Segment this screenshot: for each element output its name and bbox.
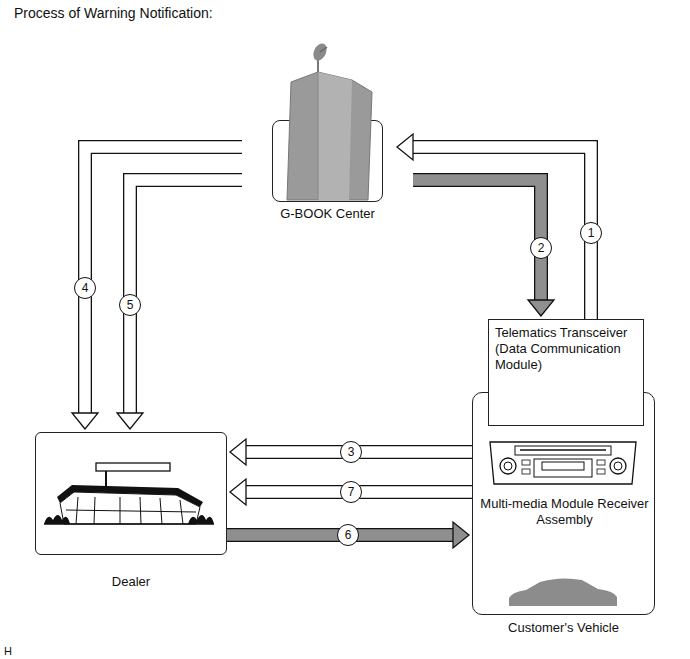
- box-heading: Customer's Vehicle: [508, 620, 619, 636]
- center-box: G-BOOK Center: [272, 120, 383, 202]
- hollow-arrow: [413, 180, 554, 316]
- callout-number: 2: [530, 237, 552, 259]
- radio-unit: [490, 442, 636, 484]
- hollow-arrow: [227, 522, 469, 548]
- vehicle-box: Customer's VehicleTelematics Transceiver…: [472, 392, 655, 615]
- hollow-arrow: [230, 479, 472, 505]
- dealer-building: [44, 463, 214, 524]
- car-silhouette: [509, 578, 617, 606]
- transceiver-box: Telematics Transceiver (Data Communicati…: [488, 319, 644, 426]
- hollow-arrow: [397, 134, 591, 319]
- callout-number: 6: [337, 524, 359, 546]
- callout-number: 5: [119, 294, 141, 316]
- figure-code: H: [4, 643, 24, 659]
- hollow-arrow: [72, 147, 242, 429]
- callout-number: 1: [580, 222, 602, 244]
- callout-number: 7: [340, 481, 362, 503]
- part-label: Multi-media Module Receiver Assembly: [473, 496, 656, 528]
- callout-number: 3: [340, 441, 362, 463]
- box-heading: Dealer: [112, 574, 150, 590]
- hollow-arrow: [230, 439, 472, 465]
- box-label: Telematics Transceiver (Data Communicati…: [495, 325, 637, 373]
- box-heading: G-BOOK Center: [280, 206, 375, 222]
- diagram-title: Process of Warning Notification:: [14, 5, 213, 21]
- callout-number: 4: [74, 277, 96, 299]
- dealer-box: Dealer: [35, 432, 227, 555]
- hollow-arrow: [117, 180, 242, 429]
